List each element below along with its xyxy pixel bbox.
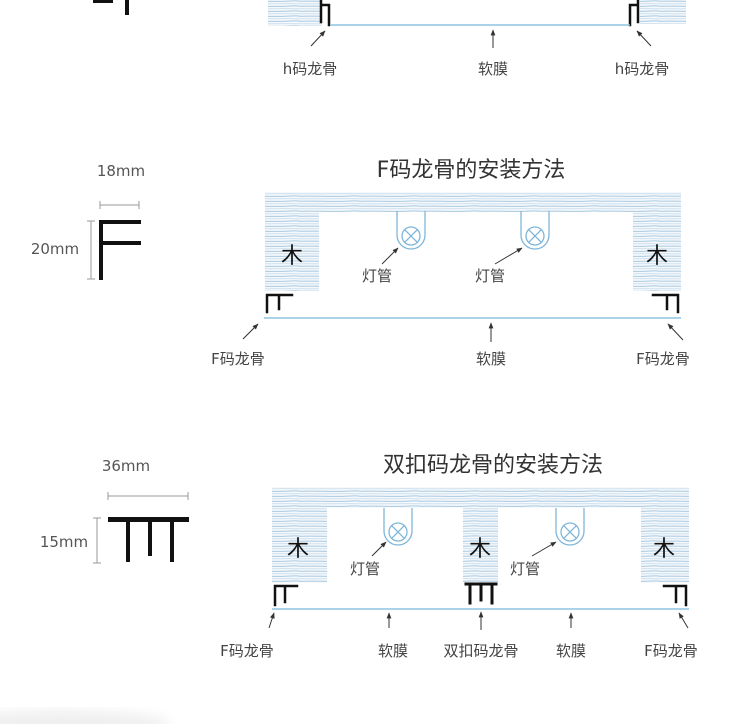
wood-label: 木: [646, 244, 668, 269]
soft-film-label: 软膜: [378, 642, 408, 660]
height-dimension-line: [93, 517, 101, 564]
h-profile-left: [319, 0, 331, 27]
f-section-title: F码龙骨的安装方法: [377, 158, 566, 183]
h-profile-label-right: h码龙骨: [615, 60, 670, 78]
light-tube-label: 灯管: [350, 560, 380, 578]
wood-label: 木: [653, 537, 675, 562]
h-profile-section: h码龙骨 软膜 h码龙骨: [93, 0, 686, 78]
h-profile-flange: [93, 0, 113, 3]
ceiling-band: [265, 192, 681, 212]
double-buckle-section: 36mm 15mm 双扣码龙骨的安装方法 木: [40, 453, 698, 660]
f-profile-left: [265, 293, 294, 314]
leader-arrow: [242, 323, 259, 340]
f-profile-right: [662, 584, 688, 607]
soft-film-label: 软膜: [478, 60, 508, 78]
soft-film-label: 软膜: [476, 350, 506, 368]
light-tube-icon: [520, 211, 550, 250]
leader-arrow: [531, 541, 557, 557]
width-dimension-line: [107, 492, 189, 500]
f-profile-shape: [99, 220, 141, 280]
f-profile-label-right: F码龙骨: [644, 642, 698, 660]
leader-arrow: [667, 323, 684, 341]
leader-arrow: [268, 612, 275, 629]
f-profile-width-label: 18mm: [97, 162, 145, 180]
leader-arrow: [494, 247, 523, 265]
double-profile-width-label: 36mm: [102, 457, 150, 475]
wood-block-left: [272, 487, 327, 583]
h-profile-label-left: h码龙骨: [283, 60, 338, 78]
f-profile-label-left: F码龙骨: [211, 350, 265, 368]
double-buckle-profile-sample: 36mm 15mm: [40, 457, 189, 564]
double-buckle-profile-label: 双扣码龙骨: [443, 642, 518, 660]
light-tube-label: 灯管: [475, 267, 505, 285]
wood-block-right: [633, 192, 681, 291]
f-profile-label-left: F码龙骨: [220, 642, 274, 660]
wood-block-middle: [463, 487, 498, 583]
wood-label: 木: [287, 537, 309, 562]
leader-arrow: [678, 612, 689, 629]
f-profile-label-right: F码龙骨: [636, 350, 690, 368]
wood-label: 木: [281, 244, 303, 269]
leader-arrow: [636, 30, 652, 47]
height-dimension-line: [87, 220, 95, 280]
wood-block-right: [640, 0, 686, 24]
double-buckle-profile-middle: [464, 582, 498, 605]
wood-block-right: [641, 487, 689, 583]
double-buckle-profile-shape: [108, 517, 189, 562]
light-tube-label: 灯管: [362, 267, 392, 285]
f-profile-left: [273, 584, 299, 607]
double-profile-height-label: 15mm: [40, 533, 88, 551]
h-profile-leg: [125, 0, 129, 15]
h-profile-right: [628, 0, 640, 27]
leader-arrow: [371, 541, 387, 557]
leader-arrow: [310, 30, 326, 47]
soft-film-label: 软膜: [556, 642, 586, 660]
f-profile-height-label: 20mm: [31, 240, 79, 258]
width-dimension-line: [99, 201, 140, 209]
f-profile-sample: 18mm 20mm: [31, 162, 145, 280]
wood-block-left: [268, 0, 322, 26]
light-tube-icon: [396, 211, 426, 250]
double-section-title: 双扣码龙骨的安装方法: [383, 453, 603, 478]
leader-arrow: [381, 247, 399, 265]
bottom-shadow: [0, 710, 170, 724]
light-tube-icon: [555, 508, 585, 546]
h-profile-sample-partial: [93, 0, 129, 15]
wood-label: 木: [469, 537, 491, 562]
f-profile-section: 18mm 20mm F码龙骨的安装方法 木 木: [31, 158, 690, 368]
f-profile-right: [651, 293, 680, 314]
light-tube-label: 灯管: [510, 560, 540, 578]
light-tube-icon: [383, 508, 413, 546]
wood-block-left: [265, 192, 319, 291]
